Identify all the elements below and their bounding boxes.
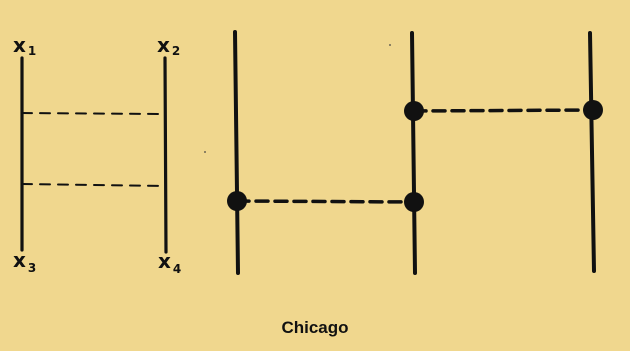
scan-specks	[204, 44, 391, 153]
right-diagram-line-1	[233, 30, 240, 275]
caption: Chicago	[281, 318, 349, 337]
left-diagram-rung-lower	[21, 183, 166, 187]
node-dot-lower-left	[227, 191, 247, 211]
speck	[204, 151, 206, 153]
node-dot-upper-left	[404, 101, 424, 121]
left-diagram-line-right	[163, 56, 168, 254]
left-diagram	[20, 56, 168, 254]
left-diagram-rung-upper	[21, 112, 166, 115]
right-diagram	[233, 30, 596, 275]
right-diagram-nodes	[227, 100, 603, 212]
right-diagram-line-2	[410, 31, 417, 275]
node-dot-upper-right	[583, 100, 603, 120]
speck	[389, 44, 391, 46]
right-diagram-rung-upper	[412, 108, 595, 113]
right-diagram-rung-lower	[235, 199, 416, 204]
node-dot-lower-right	[404, 192, 424, 212]
right-diagram-line-3	[588, 31, 596, 273]
